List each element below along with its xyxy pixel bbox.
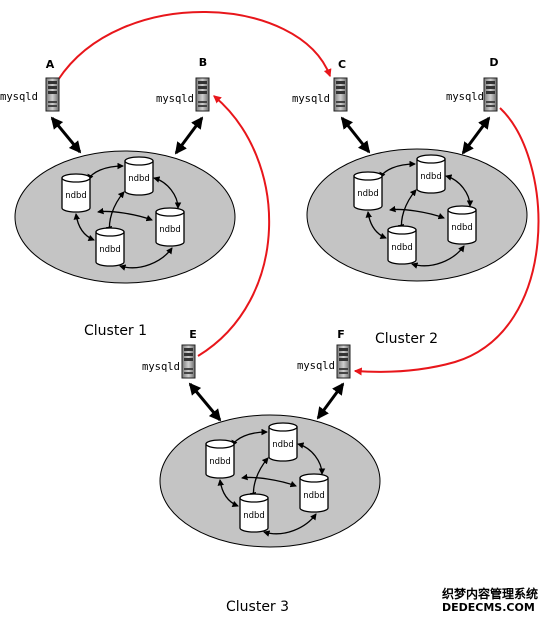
server-id-label: F [337,328,345,341]
replication-a-to-c [57,11,332,81]
server-id-label: A [46,58,55,71]
replication-curves [57,11,540,376]
ndbd-node: ndbd [353,171,383,211]
database-cylinder-icon [95,231,125,267]
mysqld-label: mysqld [297,360,335,372]
server-tower-icon [195,77,210,112]
server-tower-icon [45,77,60,112]
ndbd-node: ndbd [387,225,417,265]
server-tower-icon [181,344,196,379]
ndbd-node: ndbd [416,154,446,194]
server-id-label: D [489,56,498,69]
database-cylinder-icon [205,443,235,479]
ndbd-node: ndbd [205,439,235,479]
database-cylinder-icon [447,209,477,245]
link-c-cluster2 [340,116,371,154]
ndbd-label: ndbd [272,440,294,450]
database-cylinder-icon [299,477,329,513]
database-cylinder-icon [155,211,185,247]
ndbd-node: ndbd [299,473,329,513]
replication-d-to-f [353,107,540,376]
server-tower-icon [333,77,348,112]
cluster-3-label: Cluster 3 [226,599,289,615]
ndbd-label: ndbd [357,189,379,199]
ndbd-label: ndbd [391,243,413,253]
link-b-cluster1 [174,116,204,155]
ndbd-label: ndbd [159,225,181,235]
link-f-cluster3 [316,382,345,420]
ndbd-node: ndbd [155,207,185,247]
database-cylinder-icon [416,158,446,194]
mysqld-label: mysqld [292,93,330,105]
ndbd-node: ndbd [124,156,154,196]
cluster-2-label: Cluster 2 [375,331,438,347]
ndbd-layer: ndbd ndbd ndbd ndbd ndbd ndbd ndbd ndbd ndbd ndbd… [61,154,477,533]
database-cylinder-icon [61,177,91,213]
mysqld-label: mysqld [446,91,484,103]
mysqld-label: mysqld [156,93,194,105]
server-tower-icon [336,344,351,379]
link-e-cluster3 [188,382,222,422]
link-d-cluster2 [461,116,491,155]
ndbd-label: ndbd [420,172,442,182]
ndbd-label: ndbd [209,457,231,467]
mysqld-cluster-links [50,116,491,422]
ndbd-label: ndbd [243,511,265,521]
mysqld-label: mysqld [142,361,180,373]
server-layer: AmysqldBmysqldCmysqldDmysqldEmysqldFmysq… [0,56,499,379]
server-id-label: E [189,328,197,341]
database-cylinder-icon [239,497,269,533]
mysqld-label: mysqld [0,91,38,103]
ndbd-label: ndbd [65,191,87,201]
ndbd-node: ndbd [95,227,125,267]
watermark: 织梦内容管理系统 DEDECMS.COM [442,586,538,614]
watermark-line-1: 织梦内容管理系统 [442,586,538,601]
ndbd-label: ndbd [451,223,473,233]
server-id-label: C [338,58,346,71]
replication-e-to-b [197,95,271,357]
database-cylinder-icon [268,426,298,462]
database-cylinder-icon [353,175,383,211]
ndbd-label: ndbd [128,174,150,184]
ndbd-label: ndbd [303,491,325,501]
ndbd-node: ndbd [268,422,298,462]
ndbd-node: ndbd [447,205,477,245]
ndbd-label: ndbd [99,245,121,255]
cluster-1-label: Cluster 1 [84,323,147,339]
server-id-label: B [199,56,207,69]
ndbd-node: ndbd [239,493,269,533]
database-cylinder-icon [387,229,417,265]
link-a-cluster1 [50,116,82,154]
watermark-line-2: DEDECMS.COM [442,601,535,614]
ndbd-node: ndbd [61,173,91,213]
database-cylinder-icon [124,160,154,196]
server-tower-icon [483,77,498,112]
